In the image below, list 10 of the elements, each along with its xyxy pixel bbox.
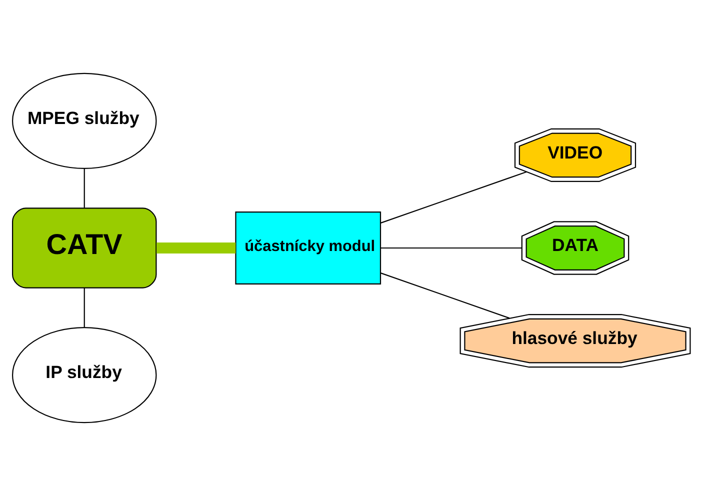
connector	[84, 288, 85, 327]
node-box: účastnícky modul	[235, 211, 382, 284]
connector	[380, 246, 522, 248]
node-box: CATV	[12, 207, 157, 288]
connector	[380, 170, 527, 224]
connector	[156, 242, 236, 254]
connector	[380, 272, 510, 318]
node-ellipse: IP služby	[12, 326, 157, 423]
node-ellipse: MPEG služby	[12, 72, 157, 168]
connector	[84, 168, 85, 208]
